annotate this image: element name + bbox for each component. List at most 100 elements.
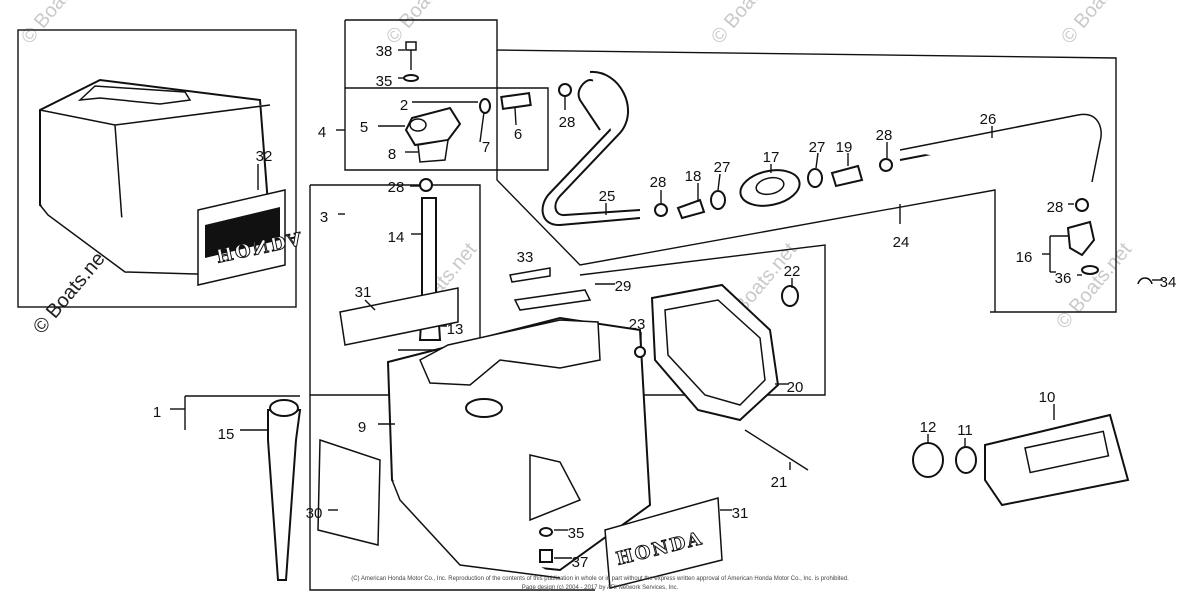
callout-12: 12	[920, 419, 937, 436]
callout-28: 28	[876, 127, 893, 144]
vent-knob-22	[781, 285, 799, 307]
callout-7: 7	[482, 139, 490, 156]
wire-21	[744, 429, 809, 471]
tank-cover-handle	[77, 85, 192, 105]
fuel-gauge-group	[267, 399, 381, 581]
callout-17: 17	[763, 149, 780, 166]
decal-31	[604, 497, 723, 589]
plate-30	[317, 438, 381, 546]
callout-23: 23	[629, 316, 646, 333]
group-frame	[309, 395, 595, 591]
watermark-text: © Boats.net	[1057, 0, 1141, 48]
callout-33: 33	[517, 249, 534, 266]
check-valve-27	[710, 190, 726, 210]
check-valve-27	[807, 168, 823, 188]
callout-32: 32	[256, 148, 273, 165]
cap-12	[912, 442, 944, 478]
clip-28	[419, 178, 433, 192]
fitting-18	[676, 198, 706, 220]
callout-9: 9	[358, 419, 366, 436]
primer-bulb-ridge	[755, 176, 785, 196]
group-frame	[496, 50, 996, 312]
connector-16	[1066, 220, 1096, 257]
callout-27: 27	[714, 159, 731, 176]
clip-28	[879, 158, 893, 172]
callout-19: 19	[836, 139, 853, 156]
callout-25: 25	[599, 188, 616, 205]
decal-33	[509, 267, 551, 283]
callout-35: 35	[568, 525, 585, 542]
fuel-tank-handle	[419, 319, 601, 386]
callout-24: 24	[893, 234, 910, 251]
strap-29	[513, 289, 592, 311]
bolt-38-head	[405, 41, 417, 51]
seal-23	[634, 346, 646, 358]
callout-5: 5	[360, 119, 368, 136]
callout-30: 30	[306, 505, 323, 522]
valve-assembly-group	[310, 19, 1117, 351]
callout-34: 34	[1160, 274, 1177, 291]
clip-34	[1137, 277, 1153, 285]
connector-10-group	[912, 413, 1130, 507]
callout-11: 11	[957, 422, 973, 439]
callout-37: 37	[572, 554, 589, 571]
connector-6	[500, 91, 532, 111]
group-frame	[345, 19, 1117, 313]
callout-29: 29	[615, 278, 632, 295]
callout-31: 31	[732, 505, 749, 522]
connector-16-group	[1066, 198, 1153, 285]
screw-37	[539, 549, 553, 563]
clip-28	[654, 203, 668, 217]
callout-20: 20	[787, 379, 804, 396]
watermark-text: © Boats.net	[17, 0, 101, 48]
fuel-tank-base	[391, 479, 561, 579]
fitting-19	[830, 164, 864, 188]
primer-assembly	[654, 158, 893, 220]
callout-2: 2	[400, 97, 408, 114]
callout-6: 6	[514, 126, 522, 143]
callout-14: 14	[388, 229, 405, 246]
callout-3: 3	[320, 209, 328, 226]
tank-cover-group: HONDA	[17, 29, 306, 308]
callout-8: 8	[388, 146, 396, 163]
callout-35: 35	[376, 73, 393, 90]
callout-18: 18	[685, 168, 702, 185]
connector-10-window	[1024, 430, 1110, 474]
fuel-tank-group	[309, 185, 826, 591]
callout-15: 15	[218, 426, 235, 443]
fuel-gauge-cap	[269, 399, 299, 417]
watermark-text: © Boats.net	[707, 0, 791, 48]
callout-10: 10	[1039, 389, 1056, 406]
callout-21: 21	[771, 474, 788, 491]
callout-1: 1	[153, 404, 161, 421]
callout-38: 38	[376, 43, 393, 60]
gasket-31	[339, 287, 459, 346]
hose-26-outline	[899, 113, 1102, 183]
callout-13: 13	[447, 321, 464, 338]
fuel-tank-cap-port	[465, 398, 503, 418]
callout-36: 36	[1055, 270, 1072, 287]
callout-28: 28	[388, 179, 405, 196]
hose-25-outline	[554, 70, 641, 217]
tank-cover-20-inner	[664, 299, 766, 406]
gasket-8	[417, 139, 449, 163]
washer-35	[539, 527, 553, 537]
fuel-gauge-15	[267, 409, 302, 581]
decal-32-band	[205, 207, 280, 258]
seal-7	[479, 98, 491, 114]
seal-36	[1081, 265, 1099, 275]
callout-26: 26	[980, 111, 997, 128]
callout-4: 4	[318, 124, 326, 141]
clip-28	[558, 83, 572, 97]
leader-lines	[170, 49, 1163, 559]
watermark-text: © Boats.net	[29, 243, 113, 338]
copyright-line-1: (C) American Honda Motor Co., Inc. Repro…	[351, 576, 849, 582]
callout-31: 31	[355, 284, 372, 301]
clip-28	[1075, 198, 1089, 212]
callout-22: 22	[784, 263, 801, 280]
washer-35	[403, 74, 419, 82]
callout-27: 27	[809, 139, 826, 156]
copyright-line-2: Page design (c) 2004 - 2017 by ARI Netwo…	[522, 585, 679, 591]
